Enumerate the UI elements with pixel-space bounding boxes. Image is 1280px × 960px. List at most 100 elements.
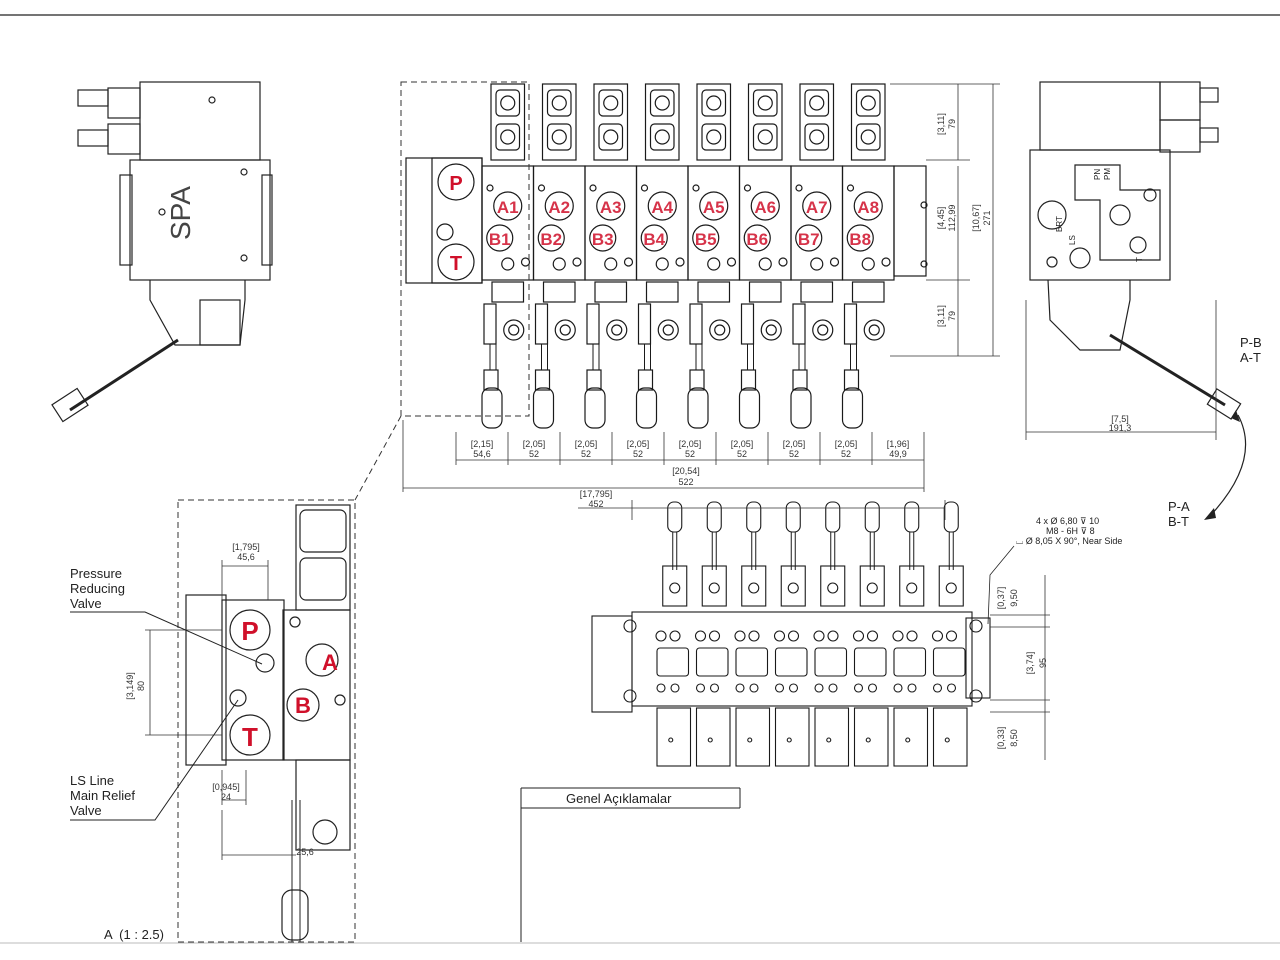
bolt bbox=[537, 184, 546, 192]
lever-neck bbox=[637, 369, 654, 391]
actuator-bracket bbox=[594, 281, 628, 303]
solenoid-coil bbox=[855, 123, 881, 151]
spool-cap bbox=[893, 647, 927, 677]
solenoid-housing bbox=[695, 707, 731, 767]
bottom-view-width-dimension: [17,795] 452 bbox=[578, 489, 946, 520]
lever-knob bbox=[584, 387, 606, 429]
actuator-bracket bbox=[800, 281, 834, 303]
front-label-a2: A2 bbox=[548, 198, 570, 217]
detail-view-label: A (1 : 2.5) bbox=[104, 927, 164, 942]
solenoid-screw bbox=[668, 737, 674, 743]
front-label-b3: B3 bbox=[592, 230, 614, 249]
port-boss bbox=[907, 683, 917, 693]
port-boss bbox=[669, 630, 681, 642]
front-label-b8: B8 bbox=[849, 230, 871, 249]
coil-connector-icon bbox=[706, 95, 722, 111]
bottom-dim-b-in: [3,74] bbox=[1025, 652, 1035, 675]
b-port bbox=[589, 224, 617, 252]
plug bbox=[604, 257, 618, 271]
solenoid-coil bbox=[495, 89, 521, 117]
bottom-width-in: [17,795] bbox=[580, 489, 613, 499]
right-port-t: T bbox=[1135, 257, 1144, 262]
solenoid-coil bbox=[546, 123, 572, 151]
detail-port-p: P bbox=[241, 616, 258, 646]
bottom-dim-b-mm: 95 bbox=[1038, 658, 1048, 668]
coil-connector-icon bbox=[757, 129, 773, 145]
port-boss bbox=[655, 630, 667, 642]
bottom-dim-a-mm: 9,50 bbox=[1009, 589, 1019, 607]
actuator-pivot-pin bbox=[611, 324, 623, 336]
port-boss bbox=[893, 683, 903, 693]
actuator-pivot-pin bbox=[662, 324, 674, 336]
a-port bbox=[493, 191, 523, 221]
front-width-mm-9: 49,9 bbox=[889, 449, 907, 459]
front-height-dimensions: [3,11]79[4,45]112,99[10,67]271[3,11]79 bbox=[890, 83, 1000, 357]
front-label-b7: B7 bbox=[798, 230, 820, 249]
solenoid-coil bbox=[598, 89, 624, 117]
right-side-view: PN PM BRT LS T bbox=[1029, 81, 1242, 420]
front-width-in-4: [2,05] bbox=[627, 439, 650, 449]
solenoid-housing bbox=[774, 707, 810, 767]
hole-note-line3: ⌴ Ø 8,05 X 90°, Near Side bbox=[1016, 536, 1122, 546]
spool-cap bbox=[656, 647, 690, 677]
solenoid-housing bbox=[735, 707, 771, 767]
bolt bbox=[572, 257, 582, 267]
actuator-body bbox=[741, 565, 767, 607]
lever-knob bbox=[841, 387, 864, 429]
coil-connector-icon bbox=[551, 129, 567, 145]
solenoid-housing bbox=[853, 707, 889, 767]
inlet-section bbox=[405, 157, 483, 284]
front-label-a7: A7 bbox=[806, 198, 828, 217]
solenoid-screw bbox=[944, 737, 950, 743]
solenoid-housing bbox=[850, 83, 886, 161]
coil-connector-icon bbox=[860, 129, 876, 145]
front-width-in-7: [2,05] bbox=[783, 439, 806, 449]
bolt bbox=[846, 184, 855, 192]
bolt bbox=[726, 257, 737, 267]
bolt bbox=[589, 184, 597, 192]
solenoid-housing bbox=[747, 83, 783, 161]
detail-width-mm: 45,6 bbox=[237, 552, 255, 562]
lever-knob bbox=[738, 387, 761, 429]
front-width-in-3: [2,05] bbox=[575, 439, 598, 449]
actuator-pivot bbox=[760, 319, 782, 341]
front-h-mid-mm: 112,99 bbox=[947, 205, 957, 232]
solenoid-housing bbox=[814, 707, 850, 767]
front-width-mm-4: 52 bbox=[633, 449, 643, 459]
actuator-pivot bbox=[827, 582, 839, 594]
right-port-pm: PM bbox=[1103, 168, 1112, 180]
right-port-pn: PN bbox=[1093, 169, 1102, 180]
front-width-mm-2: 52 bbox=[529, 449, 539, 459]
actuator-bracket bbox=[697, 281, 731, 303]
front-width-in-5: [2,05] bbox=[679, 439, 702, 449]
callout-ls-line3: Valve bbox=[70, 803, 102, 818]
bottom-view-right-dimensions: [0,37] 9,50 [3,74] 95 [0,33] 8,50 bbox=[990, 575, 1050, 760]
solenoid-coil bbox=[546, 89, 572, 117]
bolt bbox=[829, 257, 840, 267]
port-boss bbox=[694, 630, 707, 642]
coil-connector-icon bbox=[706, 129, 722, 145]
port-boss bbox=[749, 683, 759, 693]
lever-knob bbox=[687, 387, 709, 429]
bottom-view bbox=[591, 501, 991, 767]
port-boss bbox=[828, 683, 838, 693]
bottom-dim-c-mm: 8,50 bbox=[1009, 729, 1019, 747]
b-port bbox=[795, 224, 823, 252]
coil-connector-icon bbox=[654, 95, 670, 111]
spool-cap bbox=[735, 647, 769, 677]
front-h-mid-in: [4,45] bbox=[936, 207, 946, 230]
solenoid-housing bbox=[799, 83, 835, 161]
front-h-bottom-mm: 79 bbox=[947, 311, 957, 321]
lever-neck bbox=[740, 369, 757, 391]
bottom-section-2 bbox=[694, 501, 731, 767]
actuator-pivot bbox=[787, 582, 799, 594]
actuator-pivot-pin bbox=[508, 324, 520, 336]
actuator-link bbox=[843, 303, 858, 345]
actuator-bracket bbox=[491, 281, 525, 303]
actuator-pivot-pin bbox=[765, 324, 777, 336]
a-port bbox=[596, 191, 626, 221]
